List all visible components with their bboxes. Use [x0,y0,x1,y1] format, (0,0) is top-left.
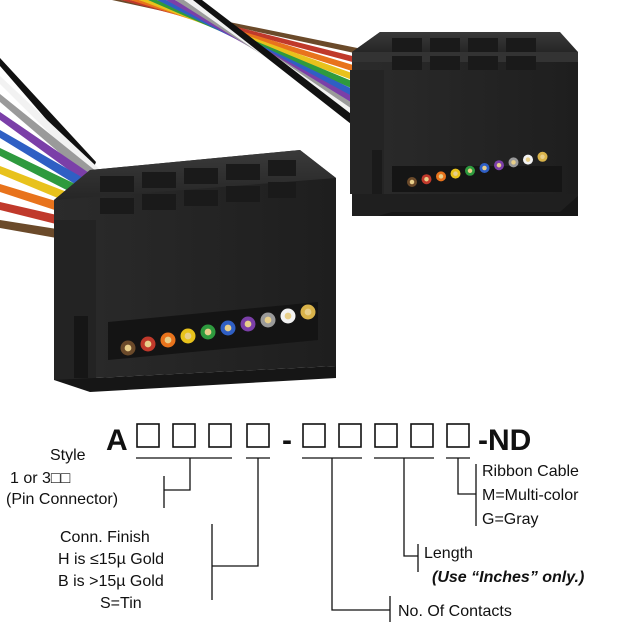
contact-row-front [120,304,316,356]
part-suffix: -ND [478,424,531,457]
cable-assembly-illustration [0,0,578,392]
ribbon-option-gray: G=Gray [482,511,538,528]
contacts-box-1 [302,423,326,448]
contact-pin-core [244,320,252,328]
contact-pin-core [467,168,473,174]
contact-pin-core [496,162,502,168]
finish-option-b: B is >15µ Gold [58,573,164,590]
ribbon-wire [121,0,380,67]
contact-pin-core [525,157,531,162]
contact-pin-core [438,174,444,179]
ribbon-wire [0,76,102,181]
style-box-1 [136,423,160,448]
contact-pin-core [144,340,152,348]
finish-box [246,423,270,448]
contact-pin-core [424,176,429,182]
style-note: (Pin Connector) [6,491,118,508]
finish-leader [211,458,259,600]
length-box-1 [374,423,398,448]
contacts-leader [331,458,391,622]
style-option: 1 or 3□□ [10,470,71,487]
contact-pin-core [409,179,415,185]
finish-option-h: H is ≤15µ Gold [58,551,164,568]
contact-pin-core [204,328,212,336]
ribbon-wire [193,0,398,154]
length-leader [403,458,419,572]
part-dash: - [282,424,292,457]
contact-pin-core [304,308,312,316]
contact-pin-core [224,324,232,332]
ribbon-leader [457,458,477,526]
style-box-2 [172,423,196,448]
ribbon-box [446,423,470,448]
contact-pin-core [453,171,458,176]
part-prefix: A [106,424,128,457]
style-box-3 [208,423,232,448]
contact-row-back [407,151,548,187]
finish-option-s: S=Tin [100,595,142,612]
ribbon-option-multicolor: M=Multi-color [482,487,579,504]
contact-pin-core [164,336,172,344]
contacts-box-2 [338,423,362,448]
connector-front [54,150,336,392]
ribbon-cable-back [112,0,398,154]
ribbon-label: Ribbon Cable [482,463,579,480]
connector-back [350,32,578,216]
style-leader [163,458,191,508]
contact-pin-core [284,312,292,320]
length-note: (Use “Inches” only.) [432,569,584,586]
contact-pin-core [184,332,192,340]
finish-label: Conn. Finish [60,529,150,546]
ribbon-wire [112,0,377,56]
contact-pin-core [511,160,516,165]
length-label: Length [424,545,473,562]
style-label: Style [50,447,86,464]
contact-pin-core [124,344,132,352]
contact-pin-core [264,316,272,324]
length-box-2 [410,423,434,448]
ribbon-wire [0,94,107,190]
contacts-label: No. Of Contacts [398,603,512,620]
contact-pin-core [540,154,545,160]
contact-pin-core [482,165,487,171]
part-number-decoder: A - -ND Style 1 or 3□□ (Pin Connector) C… [6,423,584,622]
